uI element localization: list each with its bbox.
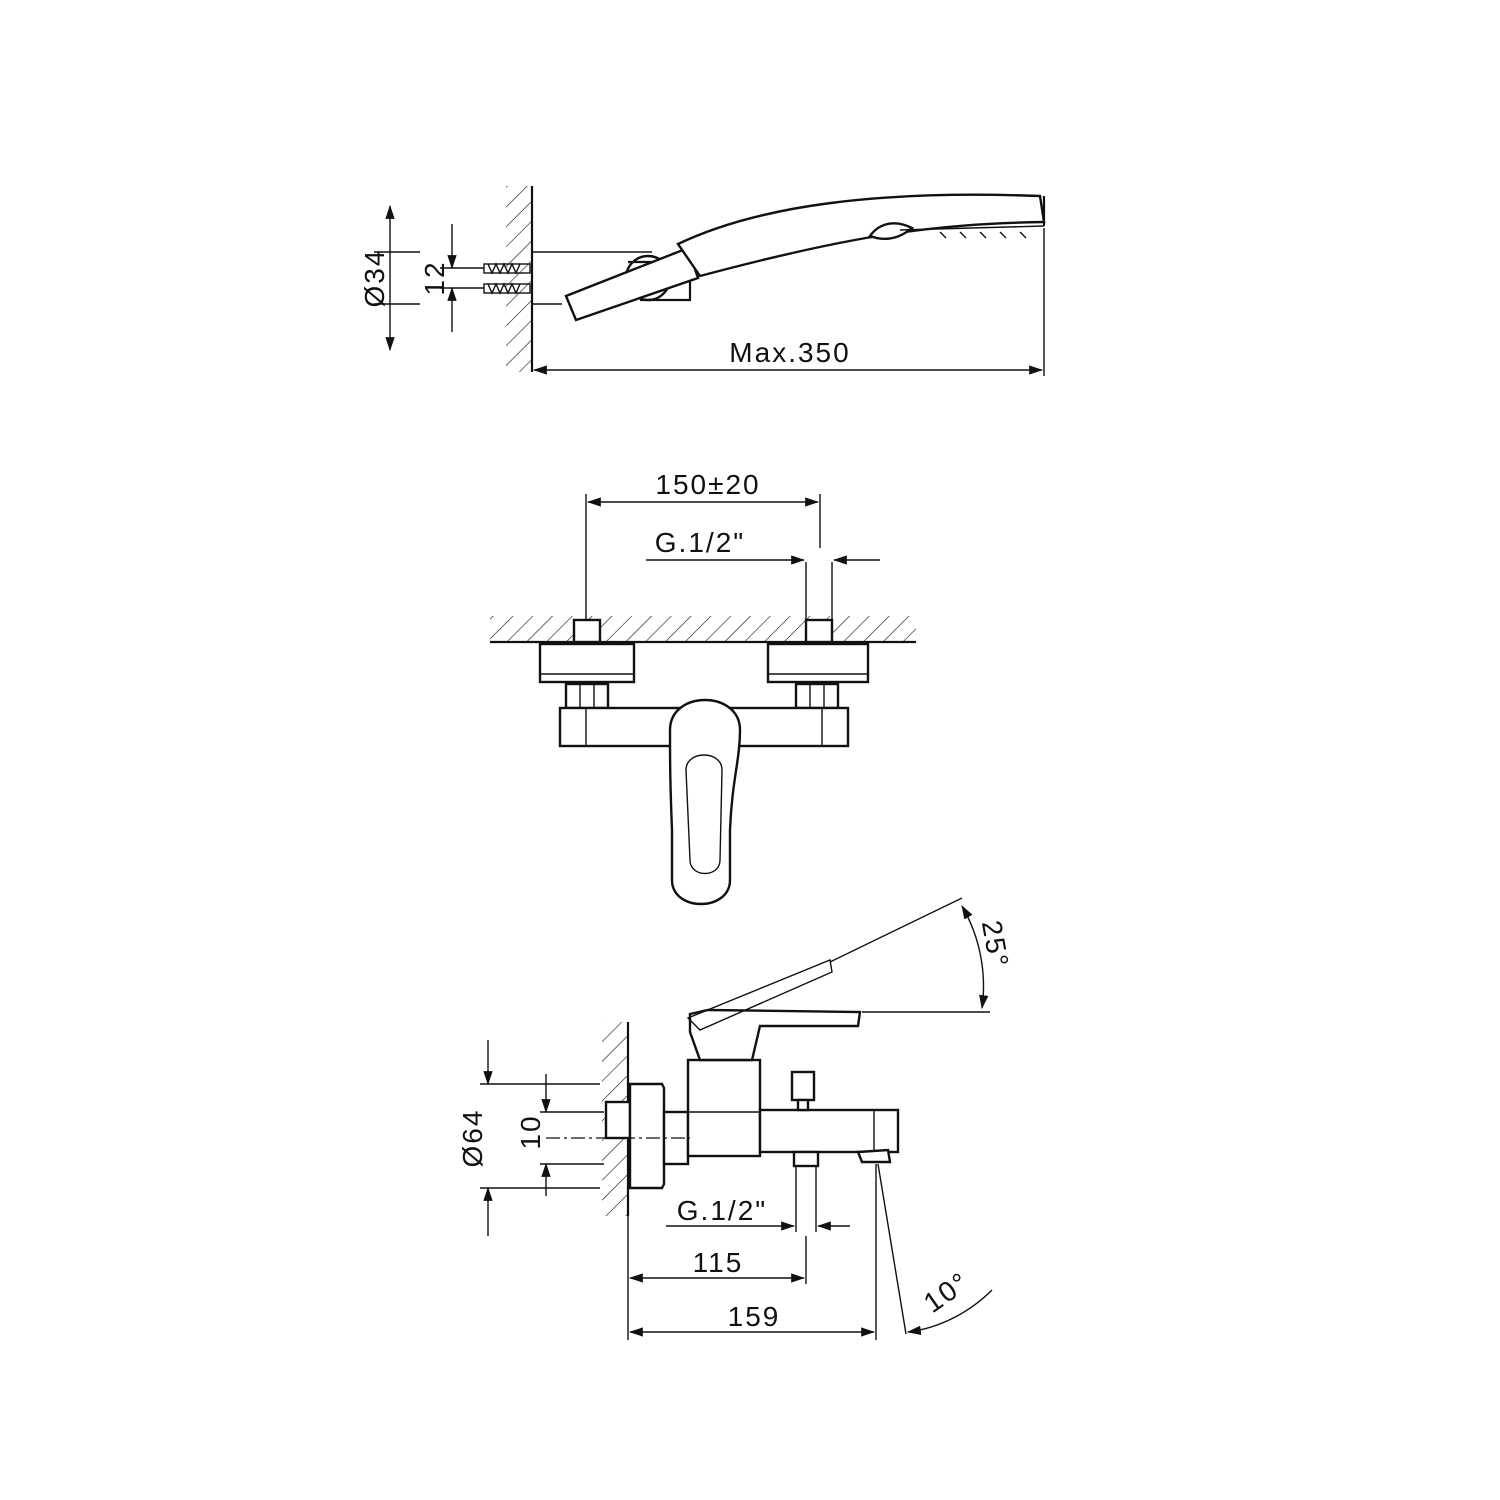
dim-body-offset: 10 [515,1074,604,1196]
mixer-front-view: 150±20 G.1/2" [490,469,916,906]
dim-bottom-thread-label: G.1/2" [677,1195,767,1226]
hand-shower-view: Ø34 12 Max.350 [359,186,1046,376]
dim-spout-angle: 10° [877,1163,993,1336]
dim-body-diameter: Ø64 [457,1040,600,1236]
hand-shower [564,193,1046,322]
dim-outlet-distance: 115 [627,1216,807,1340]
inlet-connectors [572,562,834,644]
dim-bottom-thread: G.1/2" [666,1195,850,1231]
mixer-side-view: 25° Ø64 10 G.1/2" 115 [457,897,1015,1340]
dim-diameter-34-label: Ø34 [359,249,390,308]
dim-offset-12: 12 [419,224,484,332]
mixer-lever-front [668,698,742,906]
dim-top-thread-label: G.1/2" [655,527,745,558]
dim-body-diameter-label: Ø64 [457,1109,488,1168]
dim-diameter-34: Ø34 [359,204,420,352]
union-nuts [564,682,840,710]
dim-spout-projection: 159 [628,1164,877,1340]
dim-spout-projection-label: 159 [728,1301,781,1332]
shower-outlet-connector [792,1150,820,1232]
cover-plates [538,642,870,684]
mixer-lever-side [686,959,862,1062]
dim-top-thread: G.1/2" [646,527,880,565]
dim-handle-angle: 25° [829,897,1015,1013]
dim-inlet-spacing-label: 150±20 [655,469,760,500]
wall-section-front [490,616,916,644]
diverter-knob [790,1070,816,1112]
dim-max-length-label: Max.350 [729,337,850,368]
wall-section-hand-shower [506,186,534,372]
dim-inlet-spacing: 150±20 [585,469,821,620]
cover-plate-side [628,1082,690,1190]
dim-body-offset-label: 10 [515,1114,546,1149]
dim-outlet-distance-label: 115 [693,1247,744,1278]
dim-offset-12-label: 12 [419,260,450,295]
dim-max-length: Max.350 [532,228,1045,376]
eccentric-connector-side [604,1100,632,1140]
